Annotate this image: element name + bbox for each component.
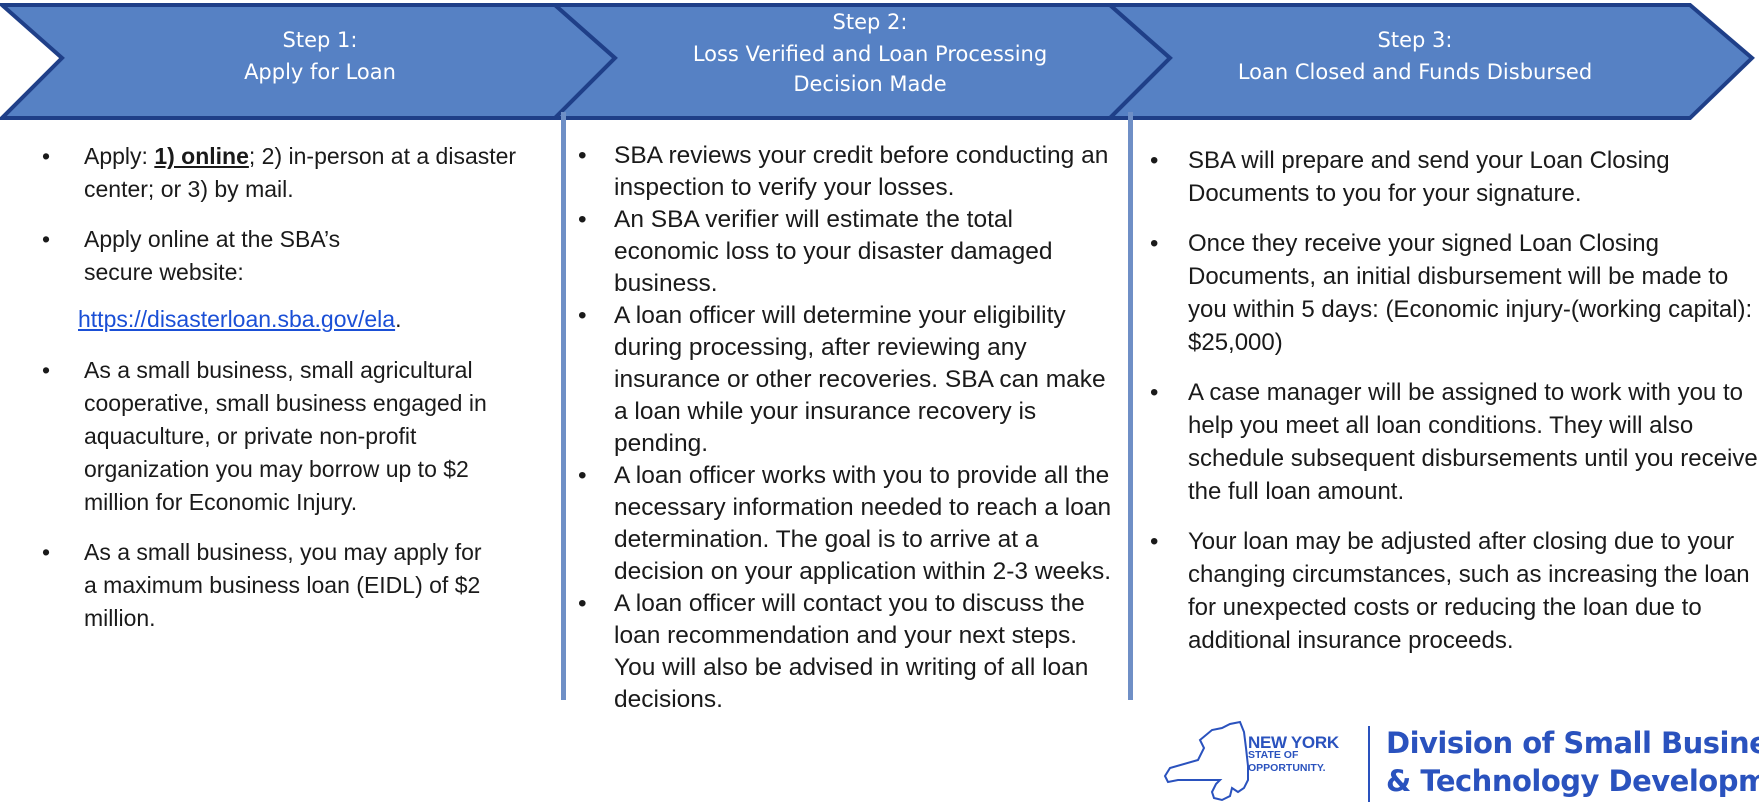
bullet-icon: •	[42, 143, 51, 169]
bullet-icon: •	[578, 142, 587, 169]
nys-division-logo: NEW YORK STATE OF OPPORTUNITY. Division …	[1160, 718, 1759, 804]
bullet-icon: •	[578, 590, 587, 617]
bullet-icon: •	[578, 462, 587, 489]
bullet-icon: •	[1150, 147, 1159, 174]
list-item: • Apply: 1) online; 2) in-person at a di…	[30, 140, 540, 206]
list-item: • As a small business, small agricultura…	[30, 354, 540, 519]
column-divider-1	[561, 112, 566, 700]
list-item: •An SBA verifier will estimate the total…	[578, 206, 1053, 297]
bullet-icon: •	[1150, 230, 1159, 257]
step-3-details: •SBA will prepare and send your Loan Clo…	[1140, 144, 1759, 674]
step-2-title: Loss Verified and Loan Processing	[692, 42, 1048, 66]
online-emphasis: 1) online	[154, 143, 249, 169]
list-item: •SBA reviews your credit before conducti…	[578, 142, 1109, 201]
nys-wordmark: NEW YORK STATE OF OPPORTUNITY.	[1248, 733, 1339, 774]
sba-application-link[interactable]: https://disasterloan.sba.gov/ela	[78, 306, 396, 332]
step-2-details: •SBA reviews your credit before conducti…	[570, 140, 1115, 716]
bullet-icon: •	[578, 302, 587, 329]
step-2-title-line2: Decision Made	[793, 72, 947, 96]
logo-separator	[1368, 726, 1370, 802]
column-divider-2	[1128, 112, 1133, 700]
bullet-icon: •	[42, 539, 51, 565]
list-item: • Apply online at the SBA’s secure websi…	[30, 223, 394, 289]
step-3-number: Step 3:	[1377, 28, 1453, 52]
new-york-state-outline-icon	[1163, 720, 1249, 802]
bullet-icon: •	[42, 357, 51, 383]
division-wordmark: Division of Small Business & Technology …	[1386, 726, 1759, 798]
bullet-icon: •	[1150, 528, 1159, 555]
step-1-header: Step 1: Apply for Loan	[120, 24, 520, 88]
list-item: •A loan officer will contact you to disc…	[578, 590, 1089, 713]
step-2-header: Step 2: Loss Verified and Loan Processin…	[660, 6, 1080, 98]
list-item: •A loan officer works with you to provid…	[578, 462, 1112, 585]
bullet-icon: •	[578, 206, 587, 233]
step-3-title: Loan Closed and Funds Disbursed	[1237, 60, 1593, 84]
step-1-title: Apply for Loan	[244, 60, 396, 84]
step-3-header: Step 3: Loan Closed and Funds Disbursed	[1190, 24, 1640, 88]
link-line: https://disasterloan.sba.gov/ela.	[78, 306, 402, 332]
list-item: •A loan officer will determine your elig…	[578, 302, 1106, 457]
process-chevrons	[0, 2, 1755, 120]
step-1-details: • Apply: 1) online; 2) in-person at a di…	[30, 140, 540, 652]
list-item: •Your loan may be adjusted after closing…	[1140, 525, 1759, 657]
step-2-number: Step 2:	[832, 10, 908, 34]
list-item: •SBA will prepare and send your Loan Clo…	[1140, 144, 1759, 210]
bullet-icon: •	[42, 226, 51, 252]
chevron-step-3	[1104, 3, 1755, 120]
list-item: •A case manager will be assigned to work…	[1140, 376, 1759, 508]
step-1-number: Step 1:	[282, 28, 358, 52]
list-item: •Once they receive your signed Loan Clos…	[1140, 227, 1759, 359]
list-item: • As a small business, you may apply for…	[30, 536, 484, 635]
bullet-icon: •	[1150, 379, 1159, 406]
